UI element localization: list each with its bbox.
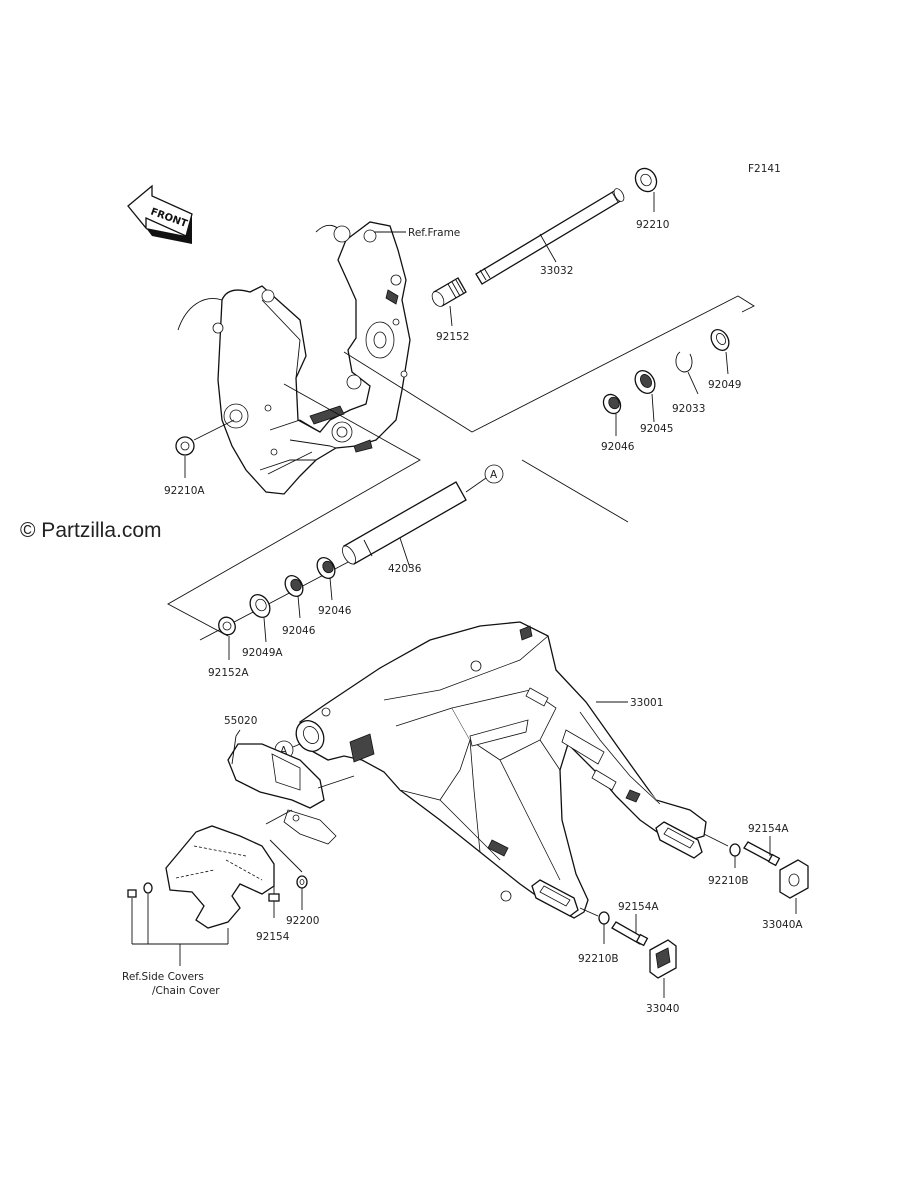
collar-92152a bbox=[218, 616, 236, 660]
bearing-92045 bbox=[634, 370, 656, 423]
label-92210b-left: 92210B bbox=[578, 953, 619, 965]
collar-92152 bbox=[431, 277, 467, 327]
nut-92210 bbox=[634, 167, 658, 212]
marker-a-upper bbox=[484, 464, 504, 484]
bolt-92154a-right bbox=[743, 836, 781, 867]
label-33032: 33032 bbox=[540, 265, 573, 277]
washer-92210b-right bbox=[703, 833, 741, 868]
label-92210b-right: 92210B bbox=[708, 875, 749, 887]
label-92152a: 92152A bbox=[208, 667, 249, 679]
label-33040a: 33040A bbox=[762, 919, 803, 931]
label-92049a: 92049A bbox=[242, 647, 283, 659]
label-92210a: 92210A bbox=[164, 485, 205, 497]
ref-covers-line1: Ref.Side Covers bbox=[122, 971, 204, 983]
label-92210: 92210 bbox=[636, 219, 669, 231]
label-33001: 33001 bbox=[630, 697, 663, 709]
nut-92210a bbox=[175, 419, 235, 478]
bearing-92046-b bbox=[284, 575, 304, 619]
label-55020: 55020 bbox=[224, 715, 257, 727]
seal-92049 bbox=[710, 329, 730, 375]
label-92046-a: 92046 bbox=[318, 605, 352, 617]
washer-92200 bbox=[296, 875, 308, 910]
label-92154a-right: 92154A bbox=[748, 823, 789, 835]
label-92154: 92154 bbox=[256, 931, 290, 943]
bearing-box-right bbox=[343, 295, 755, 433]
label-42036: 42036 bbox=[388, 563, 422, 575]
bearing-box-left bbox=[167, 383, 421, 637]
marker-a-lower-label: A bbox=[280, 745, 288, 757]
block-33040 bbox=[649, 939, 677, 998]
ref-covers-screws bbox=[127, 882, 229, 966]
bearing-92046-right bbox=[602, 393, 622, 436]
seal-92049a bbox=[249, 594, 271, 643]
bolt-92154a-left bbox=[611, 914, 649, 947]
sleeve-42036 bbox=[341, 477, 487, 569]
label-33040: 33040 bbox=[646, 1003, 679, 1015]
screw-92154 bbox=[268, 884, 280, 918]
label-92033: 92033 bbox=[672, 403, 705, 415]
chain-cover-ref bbox=[165, 825, 275, 929]
label-92154a-left: 92154A bbox=[618, 901, 659, 913]
circlip-92033 bbox=[675, 351, 699, 395]
frame-ref-drawing bbox=[177, 221, 411, 495]
ref-frame-label: Ref.Frame bbox=[408, 227, 460, 239]
label-92049: 92049 bbox=[708, 379, 741, 391]
figure-code: F2141 bbox=[748, 163, 781, 175]
chain-guard-55020 bbox=[227, 729, 337, 845]
ref-covers-line2: /Chain Cover bbox=[152, 985, 220, 997]
label-92200: 92200 bbox=[286, 915, 319, 927]
block-33040a bbox=[779, 859, 809, 914]
marker-a-upper-label: A bbox=[490, 469, 498, 481]
swingarm-33001 bbox=[295, 621, 707, 919]
front-arrow-icon: FRONT bbox=[127, 184, 193, 244]
label-92046-right: 92046 bbox=[601, 441, 635, 453]
label-92046-b: 92046 bbox=[282, 625, 316, 637]
watermark: © Partzilla.com bbox=[20, 519, 162, 542]
washer-92210b-left bbox=[579, 907, 610, 944]
label-92045: 92045 bbox=[640, 423, 673, 435]
bearing-92046-a bbox=[316, 557, 336, 601]
label-92152: 92152 bbox=[436, 331, 469, 343]
pivot-shaft-33032 bbox=[475, 188, 625, 285]
